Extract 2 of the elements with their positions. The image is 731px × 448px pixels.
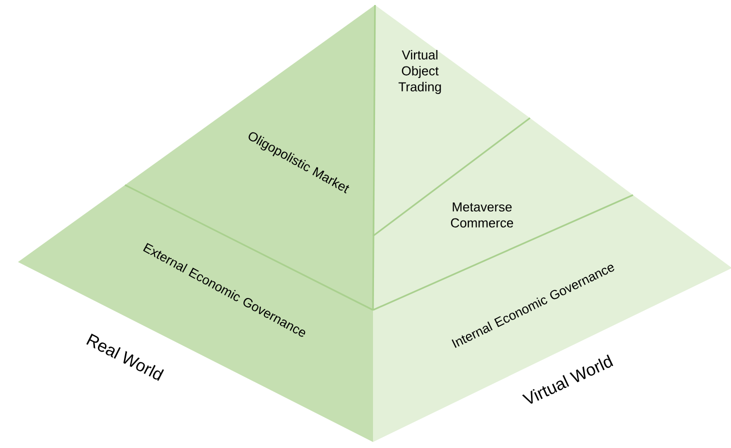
node-label: Metaverse Commerce <box>450 202 514 228</box>
node-label: Virtual Object Trading <box>398 50 441 94</box>
